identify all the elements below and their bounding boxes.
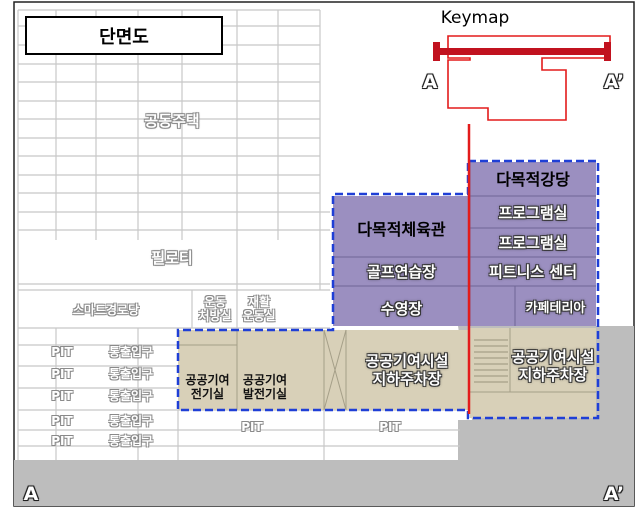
lower-pit-label: PIT (379, 419, 401, 434)
basement-right-block (470, 328, 596, 418)
sports-complex-volume (333, 196, 596, 326)
page-title: 단면도 (25, 16, 223, 55)
keymap-outline (447, 35, 611, 121)
pit-label: PIT (51, 433, 73, 448)
pit-label: PIT (51, 366, 73, 381)
keymap-diagram (433, 35, 611, 121)
housing-label: 공동주택 (144, 112, 200, 130)
keymap-cap-left (433, 42, 440, 61)
parking-label: 공공기여시설 지하주차장 (365, 352, 449, 388)
generator-room-label: 공공기여 발전기실 (242, 372, 288, 401)
basement-structure (178, 328, 596, 411)
pool-label: 수영장 (380, 300, 423, 318)
rehab-room-label: 재활 운동실 (242, 294, 276, 323)
pit-label: PIT (51, 413, 73, 428)
stair-label: 통출입구 (108, 388, 154, 403)
keymap-marker-right: A’ (603, 70, 625, 93)
fitness-label: 피트니스 센터 (488, 263, 578, 281)
section-mark-left: A (23, 482, 39, 505)
gym-label: 다목적체육관 (357, 220, 446, 240)
stair-label: 통출입구 (108, 433, 154, 448)
cafeteria-label: 카페테리아 (525, 301, 586, 317)
program-room-label: 프로그램실 (498, 204, 568, 222)
keymap-label: Keymap (440, 7, 510, 28)
parking-label: 공공기여시설 지하주차장 (511, 348, 595, 384)
stair-label: 통출입구 (108, 366, 154, 381)
auditorium-volume (470, 162, 596, 202)
pit-label: PIT (51, 344, 73, 359)
golf-label: 골프연습장 (366, 263, 436, 281)
pit-label: PIT (51, 388, 73, 403)
ramp-stair (474, 339, 508, 383)
keymap-cap-right (604, 42, 611, 61)
stair-label: 통출입구 (108, 413, 154, 428)
electric-room-label: 공공기여 전기실 (185, 372, 230, 401)
piloti-band (18, 283, 330, 329)
basement-utility-block (178, 330, 468, 410)
senior-center-label: 스마트경로당 (72, 302, 140, 317)
therapy-room-label: 운동 처방실 (198, 294, 232, 323)
keymap-section-line (433, 48, 611, 55)
program-room-label: 프로그램실 (498, 234, 568, 252)
section-mark-right: A’ (603, 482, 625, 505)
auditorium-label: 다목적강당 (496, 170, 570, 190)
public-facility-boundary (176, 159, 600, 420)
piloti-label: 필로티 (151, 249, 193, 267)
stair-label: 통출입구 (108, 344, 154, 359)
keymap-marker-left: A (422, 70, 438, 93)
lower-pit-label: PIT (241, 419, 263, 434)
